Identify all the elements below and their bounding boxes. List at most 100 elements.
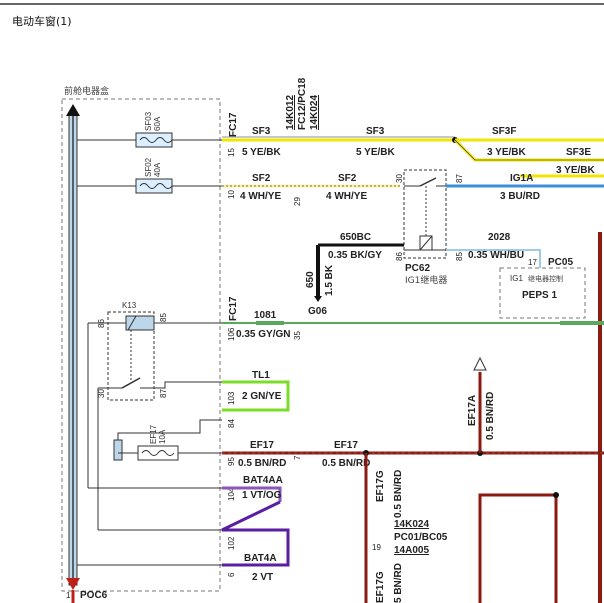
ef17-fuse-element [141, 450, 175, 456]
k13-wire-87 [154, 381, 222, 389]
wire-bat4aa [222, 486, 282, 502]
wire-right-lower-branch [478, 493, 558, 603]
relay-k13-coil-diag [127, 315, 137, 331]
label-sf2-a-spec: 4 WH/YE [240, 191, 281, 202]
label-poc6: POC6 [80, 590, 108, 601]
peps-pin-17: 17 [528, 258, 537, 267]
pin-84: 84 [227, 419, 236, 428]
relay-k13-coil [125, 315, 155, 331]
connector-fc17-top: FC17 [228, 112, 239, 137]
label-650bc-spec: 0.35 BK/GY [328, 250, 382, 261]
relay-k13-contact-arm [121, 377, 141, 389]
pin-7: 7 [293, 455, 302, 460]
ef17-fuse-name: EF17 [149, 424, 158, 444]
label-ef17g-spec: 0.5 BN/RD [393, 470, 404, 518]
relay-pin-86: 86 [395, 252, 404, 261]
lower-connector-14k024: 14K024 [394, 519, 429, 530]
label-sf3e: SF3E [566, 147, 591, 158]
peps-pin-label: IG1 [510, 274, 523, 283]
label-ig1a-spec: 3 BU/RD [500, 191, 540, 202]
wire-bat4a [222, 528, 290, 567]
relay-pin-87: 87 [455, 174, 464, 183]
pin-1: 1 [66, 591, 71, 600]
label-ef17a: EF17A [467, 395, 478, 426]
bus-arrow-bottom [66, 578, 80, 590]
lower-connector-pc01: PC01/BC05 [394, 532, 448, 543]
label-ef17a-spec: 0.5 BN/RD [485, 392, 496, 440]
ground-arrow [314, 296, 322, 302]
relay-pc62-contact-arm [419, 177, 437, 187]
peps-pin-label-cn: 继电器控制 [528, 274, 563, 283]
relay-k13-label: K13 [122, 301, 137, 310]
label-1081: 1081 [254, 310, 277, 321]
label-2028-spec: 0.35 WH/BU [468, 250, 524, 261]
label-sf3-b-spec: 5 YE/BK [356, 147, 395, 158]
label-bat4aa: BAT4AA [243, 475, 283, 486]
label-bat4a: BAT4A [244, 553, 277, 564]
label-1081-spec: 0.35 GY/GN [236, 329, 290, 340]
label-ef17g-2: EF17G [375, 571, 386, 603]
connector-code-14k024: 14K024 [309, 95, 320, 130]
connector-fc17-mid: FC17 [228, 296, 239, 321]
ef17-internal-wire-84 [117, 419, 222, 452]
label-650bc: 650BC [340, 232, 371, 243]
label-650: 650 [305, 271, 316, 288]
wire-sf3f-branch-edge [454, 139, 604, 161]
ef17-fuse-rating: 10A [158, 429, 167, 444]
peps-name: PEPS 1 [522, 290, 557, 301]
label-bat4a-spec: 2 VT [252, 572, 273, 583]
splice-right-lower [553, 492, 559, 498]
label-sf2-b-spec: 4 WH/YE [326, 191, 367, 202]
pin-29: 29 [293, 197, 302, 206]
label-sf3-a-spec: 5 YE/BK [242, 147, 281, 158]
sf03-name: SF03 [144, 111, 153, 131]
label-sf2-b: SF2 [338, 173, 357, 184]
pin-95: 95 [227, 457, 236, 466]
pin-10: 10 [227, 190, 236, 199]
k13-pin-85: 85 [159, 313, 168, 322]
connector-code-14k012: 14K012 [285, 95, 296, 130]
ground-g06: G06 [308, 306, 327, 317]
label-sf3e-spec: 3 YE/BK [556, 165, 595, 176]
pin-35: 35 [293, 331, 302, 340]
label-sf2-a: SF2 [252, 173, 271, 184]
label-ef17-a-spec: 0.5 BN/RD [238, 458, 286, 469]
label-sf3f-spec: 3 YE/BK [487, 147, 526, 158]
pin-103: 103 [227, 391, 236, 405]
label-2028: 2028 [488, 232, 511, 243]
label-tl1: TL1 [252, 370, 270, 381]
ef17a-continuation-arrow [473, 356, 487, 371]
pin-6: 6 [227, 572, 236, 577]
wire-tl1 [222, 380, 290, 412]
relay-pc62-name: IG1继电器 [405, 274, 447, 286]
ef17-fuse-holder [113, 439, 123, 461]
label-ig1a: IG1A [510, 173, 533, 184]
sf02-fuse-element [139, 183, 173, 189]
label-ef17-b: EF17 [334, 440, 358, 451]
diagram-title: 电动车窗(1) [12, 14, 72, 28]
lower-connector-14a005: 14A005 [394, 545, 429, 556]
k13-pin-87: 87 [159, 389, 168, 398]
pin-104: 104 [227, 487, 236, 501]
connector-code-fc12: FC12/PC18 [297, 77, 308, 130]
peps-connector: PC05 [548, 257, 573, 268]
label-650-spec: 1.5 BK [324, 264, 335, 296]
pin-106: 106 [227, 327, 236, 341]
k13-pin-30: 30 [97, 389, 106, 398]
fuse-box-frame [61, 98, 221, 592]
label-ef17-b-spec: 0.5 BN/RD [322, 458, 370, 469]
label-ef17g-2-spec: 5 BN/RD [393, 563, 404, 603]
label-ef17g: EF17G [375, 470, 386, 502]
sf02-fuse [135, 178, 173, 194]
label-tl1-spec: 2 GN/YE [242, 391, 282, 402]
label-ef17-a: EF17 [250, 440, 274, 451]
sf02-name: SF02 [144, 157, 153, 177]
relay-pc62-coil-diag [419, 235, 433, 251]
wire-bat4aa-diagonal [221, 500, 281, 532]
label-sf3-a: SF3 [252, 126, 271, 137]
label-sf3-b: SF3 [366, 126, 385, 137]
wire-2028 [446, 249, 541, 268]
pin-102: 102 [227, 536, 236, 550]
relay-pc62-code: PC62 [405, 263, 430, 274]
